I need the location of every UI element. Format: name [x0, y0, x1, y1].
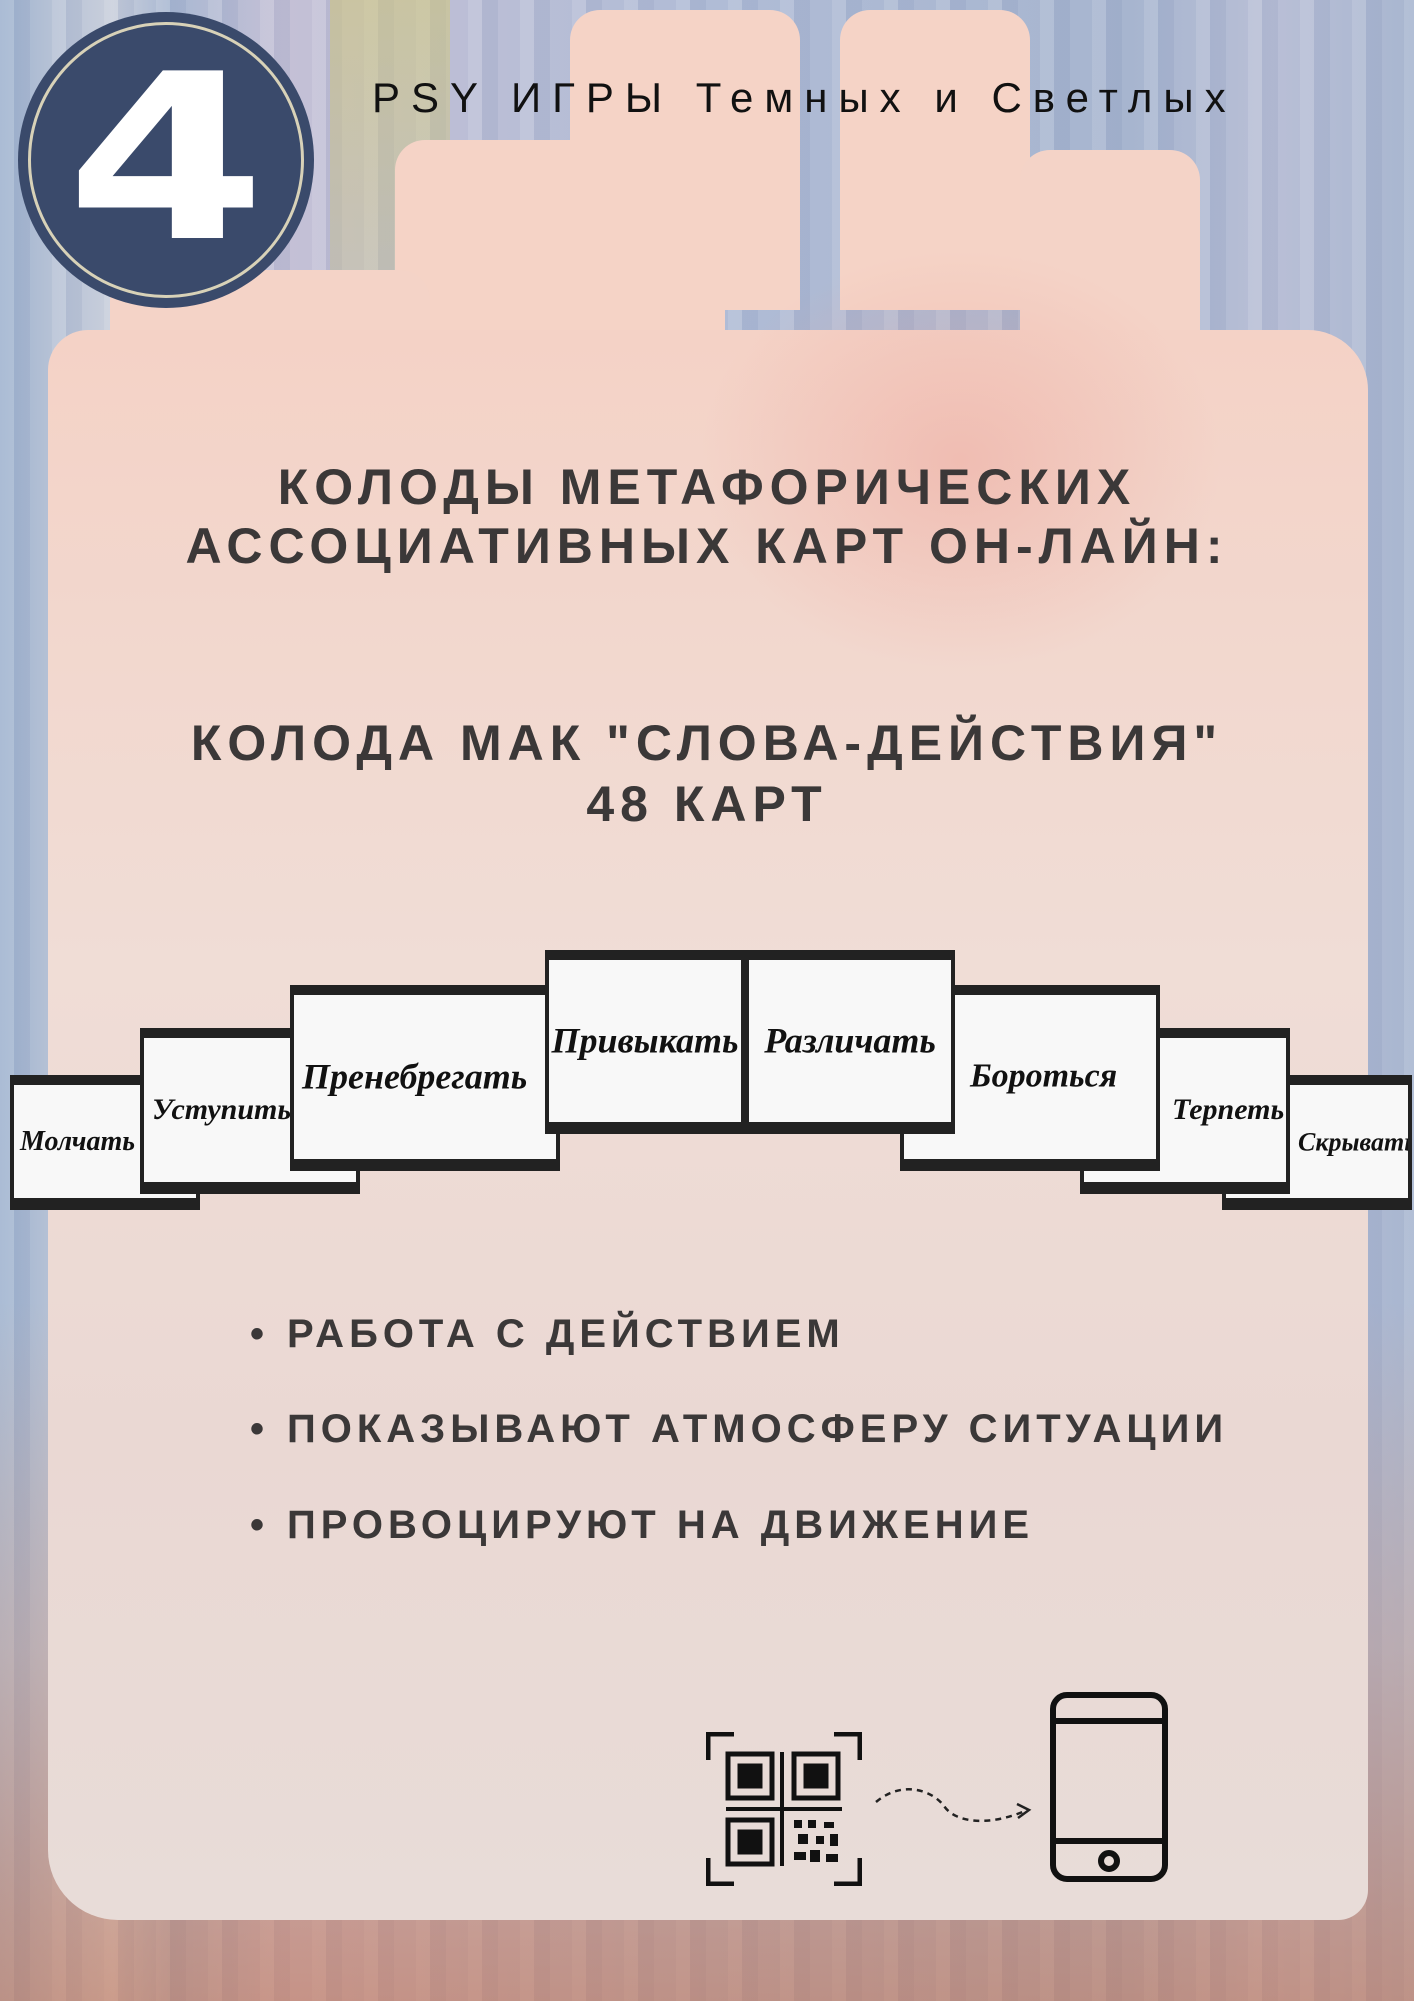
bullet-text: ПРОВОЦИРУЮТ НА ДВИЖЕНИЕ	[287, 1503, 1035, 1547]
bullet-item: •ПРОВОЦИРУЮТ НА ДВИЖЕНИЕ	[250, 1503, 1035, 1547]
card-word: Молчать	[20, 1125, 136, 1157]
card[interactable]: Пренебрегать	[290, 985, 560, 1171]
card[interactable]: Привыкать	[545, 950, 745, 1134]
number-badge: 4	[18, 12, 314, 308]
dashed-arrow-icon	[875, 1788, 1032, 1822]
card-word: Бороться	[970, 1057, 1118, 1095]
card-word: Скрывать	[1298, 1126, 1412, 1156]
card-word: Уступить	[152, 1093, 292, 1126]
card-word: Привыкать	[551, 1020, 739, 1061]
badge-number: 4	[65, 26, 267, 293]
card-word: Терпеть	[1172, 1093, 1285, 1126]
brand-title: PSY ИГРЫ Темных и Светлых	[372, 74, 1237, 121]
paper-blush	[700, 250, 1220, 670]
paper-shape	[570, 10, 800, 310]
qr-code-icon[interactable]	[706, 1732, 862, 1886]
bullet-item: •ПОКАЗЫВАЮТ АТМОСФЕРУ СИТУАЦИИ	[250, 1407, 1229, 1451]
title-line-2: АССОЦИАТИВНЫХ КАРТ ОН-ЛАЙН:	[185, 518, 1229, 574]
title-line-1: КОЛОДЫ МЕТАФОРИЧЕСКИХ	[277, 459, 1137, 515]
bullet-item: •РАБОТА С ДЕЙСТВИЕМ	[250, 1312, 845, 1356]
smartphone-icon[interactable]	[1049, 1691, 1169, 1883]
bullet-text: ПОКАЗЫВАЮТ АТМОСФЕРУ СИТУАЦИИ	[287, 1407, 1229, 1451]
card-word: Пренебрегать	[302, 1056, 528, 1097]
card[interactable]: Различать	[745, 950, 955, 1134]
bullet-text: РАБОТА С ДЕЙСТВИЕМ	[287, 1312, 845, 1356]
deck-count: 48 КАРТ	[586, 776, 828, 832]
card[interactable]: Бороться	[900, 985, 1160, 1171]
paper-shape	[840, 10, 1030, 310]
card-word: Различать	[764, 1020, 936, 1061]
deck-title: КОЛОДА МАК "СЛОВА-ДЕЙСТВИЯ"	[190, 715, 1224, 771]
